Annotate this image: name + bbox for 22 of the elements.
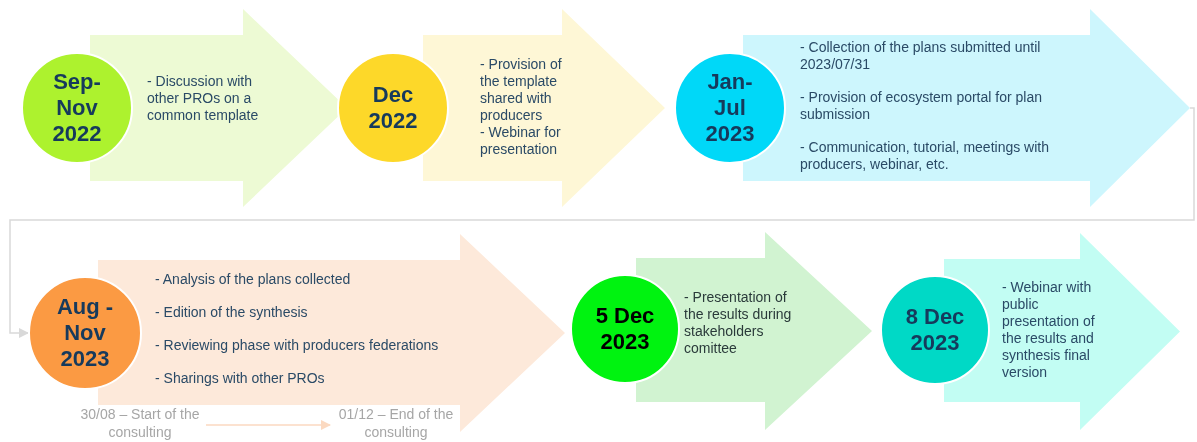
step-description: - Sharings with other PROs bbox=[155, 370, 326, 387]
step-description: - Discussion with other PROs on a common template bbox=[147, 73, 260, 124]
step-description: - Webinar for presentation bbox=[480, 124, 562, 158]
step-description: - Provision of the template shared with producers bbox=[480, 56, 563, 124]
step-description: - Communication, tutorial, meetings with producers, webinar, etc. bbox=[800, 139, 1050, 173]
milestone-note: 30/08 – Start of the consulting bbox=[78, 405, 202, 441]
step-description: - Edition of the synthesis bbox=[155, 304, 309, 321]
step-description: - Reviewing phase with producers federations bbox=[155, 337, 440, 354]
step-description: - Webinar with public presentation of the results and synthesis final version bbox=[1002, 279, 1096, 381]
connector-arrow bbox=[9, 107, 1195, 339]
date-label: Sep- Nov 2022 bbox=[51, 69, 103, 147]
date-label: Jan- Jul 2023 bbox=[704, 69, 756, 147]
date-label: Dec 2022 bbox=[367, 82, 419, 134]
date-label: 8 Dec 2023 bbox=[904, 304, 966, 356]
step-description: - Analysis of the plans collected bbox=[155, 271, 352, 288]
connector-arrow bbox=[205, 419, 332, 431]
step-description: - Presentation of the results during stakeholders comittee bbox=[684, 289, 793, 357]
step-description: - Collection of the plans submitted until 2023/07/31 bbox=[800, 39, 1042, 73]
milestone-note: 01/12 – End of the consulting bbox=[334, 405, 458, 441]
date-label: 5 Dec 2023 bbox=[594, 303, 656, 355]
step-description: - Provision of ecosystem portal for plan submission bbox=[800, 89, 1043, 123]
date-label: Aug - Nov 2023 bbox=[55, 294, 115, 372]
